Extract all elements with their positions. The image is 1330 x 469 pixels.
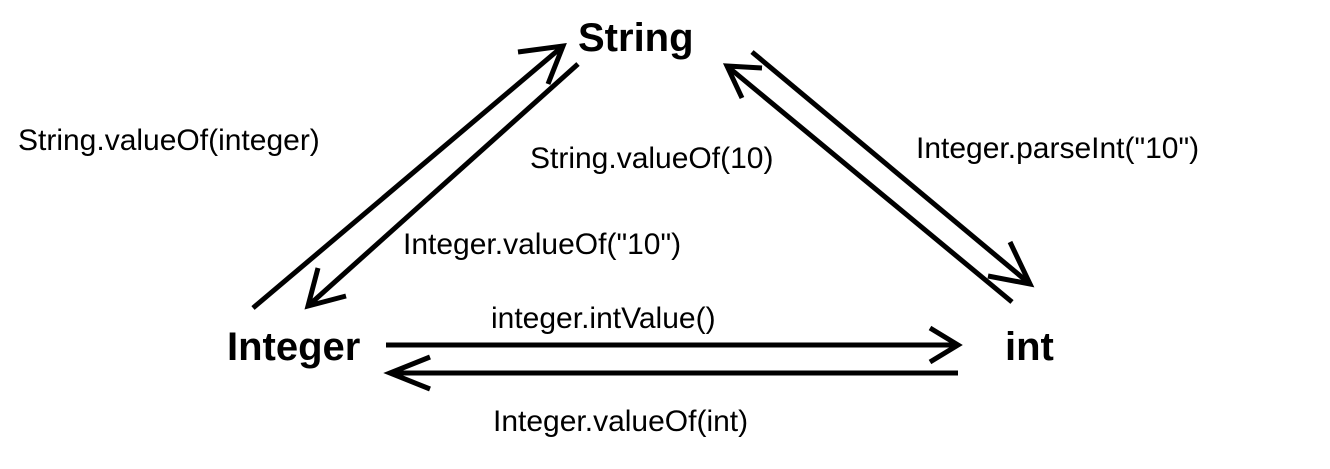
label-string-to-integer: Integer.valueOf("10"): [403, 228, 682, 261]
arrow-int-to-integer: [383, 354, 958, 392]
arrow-integer-to-string: [251, 42, 567, 310]
arrow-string-to-integer: [304, 62, 580, 310]
node-int: int: [1005, 325, 1054, 369]
arrow-int-to-string: [722, 63, 1014, 304]
arrow-string-to-int: [750, 50, 1035, 288]
label-string-to-int: Integer.parseInt("10"): [916, 132, 1200, 165]
label-integer-to-int: integer.intValue(): [491, 302, 716, 335]
label-int-to-integer: Integer.valueOf(int): [493, 405, 749, 438]
arrow-integer-to-int: [386, 325, 963, 365]
node-string: String: [578, 16, 694, 60]
node-integer: Integer: [227, 325, 361, 369]
label-int-to-string: String.valueOf(10): [530, 142, 774, 175]
label-integer-to-string: String.valueOf(integer): [18, 124, 320, 157]
